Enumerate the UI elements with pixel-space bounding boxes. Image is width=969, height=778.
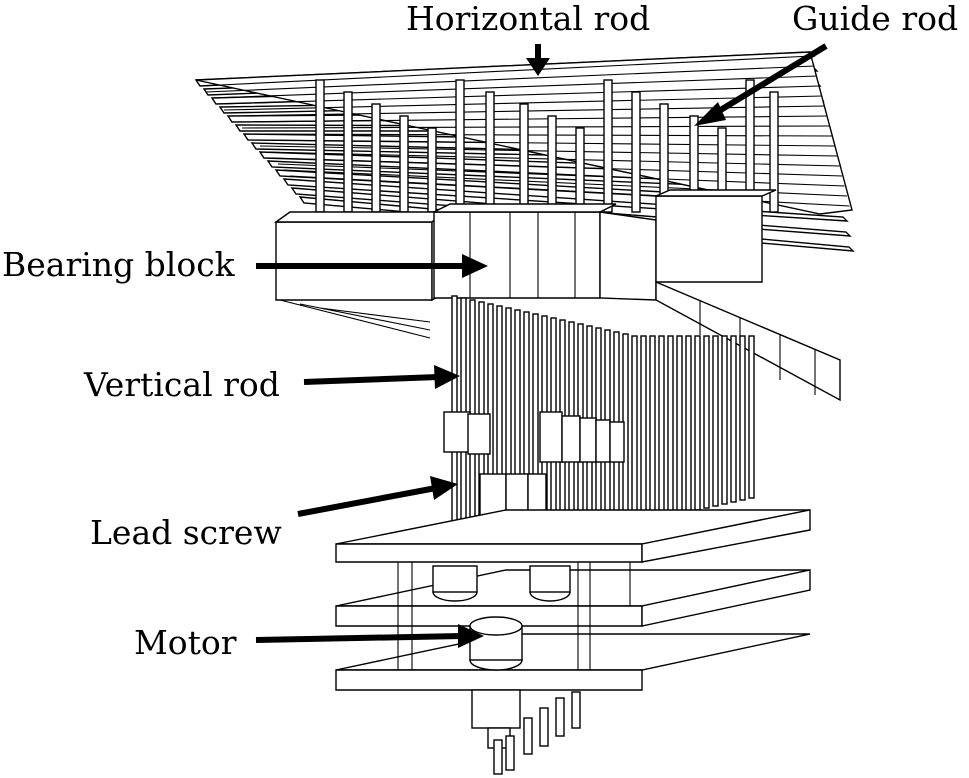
horizontal-rod-edge bbox=[235, 115, 828, 123]
label-lead-screw: Lead screw bbox=[90, 513, 282, 552]
guide-rod bbox=[631, 91, 641, 213]
guide-rod bbox=[343, 91, 353, 213]
label-vertical-rod: Vertical rod bbox=[83, 365, 280, 404]
vertical-rod bbox=[667, 335, 674, 517]
guide-rod bbox=[575, 127, 585, 213]
guide-rod bbox=[315, 79, 325, 213]
vertical-rod bbox=[676, 335, 683, 515]
vertical-rod bbox=[685, 335, 692, 513]
vertical-rod bbox=[703, 335, 710, 509]
guide-rod bbox=[455, 79, 465, 213]
label-guide-rod: Guide rod bbox=[792, 0, 958, 38]
guide-rod bbox=[769, 91, 779, 213]
arrow-bearing-block bbox=[256, 254, 488, 278]
guide-rod bbox=[519, 103, 529, 213]
label-motor: Motor bbox=[134, 623, 237, 662]
arrow-lead-screw bbox=[297, 476, 458, 517]
labels: Horizontal rod Guide rod Bearing block V… bbox=[2, 0, 958, 662]
horizontal-rod-edge bbox=[199, 55, 813, 87]
vertical-rod bbox=[658, 335, 665, 519]
guide-rod bbox=[371, 103, 381, 213]
guide-rod bbox=[427, 127, 437, 213]
guide-rod bbox=[547, 115, 557, 213]
bearing-blocks bbox=[273, 189, 841, 402]
vertical-rod bbox=[640, 335, 647, 523]
vertical-rod bbox=[748, 335, 755, 499]
arrow-vertical-rod bbox=[303, 365, 460, 389]
guide-rod bbox=[485, 91, 495, 213]
guide-rods bbox=[315, 79, 779, 213]
vertical-rod bbox=[631, 335, 638, 525]
motors bbox=[432, 565, 581, 775]
label-horizontal-rod: Horizontal rod bbox=[406, 0, 650, 38]
guide-rod bbox=[603, 79, 613, 213]
arrows bbox=[255, 43, 828, 648]
vertical-rod bbox=[739, 335, 746, 501]
vertical-rod bbox=[721, 335, 728, 505]
vertical-rod bbox=[712, 335, 719, 507]
arrow-motor bbox=[255, 624, 484, 648]
arrow-horizontal-rod bbox=[526, 44, 550, 76]
label-bearing-block: Bearing block bbox=[2, 245, 236, 284]
base-plates bbox=[335, 509, 811, 691]
vertical-rod bbox=[649, 335, 656, 521]
horizontal-rod-edge bbox=[205, 65, 815, 93]
horizontal-rod-edge bbox=[211, 75, 818, 99]
arrow-guide-rod bbox=[694, 43, 828, 126]
vertical-rod bbox=[694, 335, 701, 511]
vertical-rod bbox=[730, 335, 737, 503]
horizontal-rod-edge bbox=[241, 125, 830, 129]
guide-rod bbox=[399, 115, 409, 213]
